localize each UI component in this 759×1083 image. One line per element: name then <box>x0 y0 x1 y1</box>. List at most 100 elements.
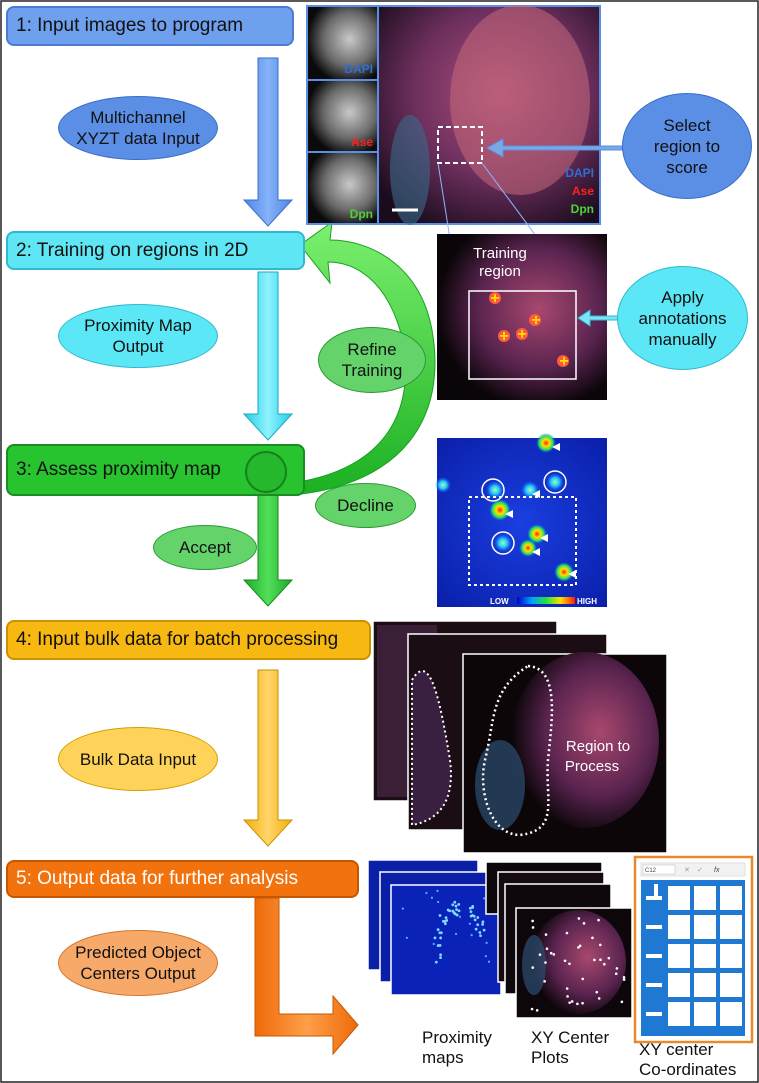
xy-center-dot <box>593 958 596 962</box>
proximity-dot <box>458 915 462 918</box>
spreadsheet-cell <box>720 944 742 968</box>
label-dpn-composite: Dpn <box>571 202 594 216</box>
xy-center-plots-caption-1: XY Center <box>531 1028 610 1047</box>
proximity-dot <box>439 953 442 957</box>
xy-center-dot <box>544 961 547 964</box>
refine-line2: Training <box>341 361 403 380</box>
apply-annotations-pointer-arrow <box>577 309 619 327</box>
xy-center-dot <box>565 931 569 935</box>
region-to-process-label-1: Region to <box>566 738 630 755</box>
xy-center-plots-caption-2: Plots <box>531 1048 569 1067</box>
step-3-label: 3: Assess proximity map <box>16 459 221 480</box>
proximity-dot <box>445 918 449 922</box>
apply-line2: annotations <box>638 308 727 328</box>
xy-center-dot <box>577 917 581 920</box>
proximity-dot <box>405 936 409 939</box>
spreadsheet-confirm-icon: ✓ <box>697 867 703 874</box>
proximity-dot <box>470 934 473 937</box>
label-ase-small: Ase <box>351 135 373 149</box>
proximity-maps-caption-2: maps <box>422 1048 464 1067</box>
xy-center-dot <box>582 922 586 925</box>
xy-center-dot <box>531 919 534 923</box>
spreadsheet-cell <box>694 944 716 968</box>
select-line1: Select <box>663 115 711 135</box>
step-5-label: 5: Output data for further analysis <box>16 868 298 889</box>
xy-center-dot <box>544 933 548 936</box>
predicted-line2: Centers Output <box>80 964 196 983</box>
grey-panel-ase <box>306 79 379 153</box>
proximity-dot <box>453 900 457 904</box>
proximity-dot <box>436 889 439 892</box>
scale-high-label: HIGH <box>577 597 597 606</box>
xy-coordinates-caption-2: Co-ordinates <box>639 1060 737 1079</box>
label-dapi-composite: DAPI <box>565 166 594 180</box>
spreadsheet-cell <box>720 1002 742 1026</box>
refine-training-curve-arrow <box>291 220 436 496</box>
proximity-dot <box>474 927 478 931</box>
step-4-label: 4: Input bulk data for batch processing <box>16 629 339 650</box>
proximity-dot <box>439 956 442 960</box>
proximity-dot <box>468 922 471 925</box>
xy-center-dot <box>577 946 580 949</box>
refine-line1: Refine <box>347 340 397 359</box>
xy-center-dot <box>543 980 546 983</box>
xy-center-dot <box>598 943 602 947</box>
bulk-optic <box>475 740 525 830</box>
proximity-dot <box>401 907 404 910</box>
proximity-output-line1: Proximity Map <box>84 316 192 335</box>
proximity-dot <box>451 903 455 907</box>
proximity-dot <box>457 903 461 906</box>
xy-center-dot <box>591 936 594 940</box>
proximity-dot <box>437 900 440 904</box>
proximity-dot <box>436 928 440 932</box>
training-region-label-1: Training <box>473 245 527 262</box>
xy-center-dot <box>607 956 611 960</box>
xy-coordinates-caption-1: XY center <box>639 1040 714 1059</box>
xy-center-dot <box>568 1001 571 1004</box>
bulk-input-line1: Bulk Data Input <box>79 749 197 769</box>
arrow-step4-to-step5 <box>242 669 294 847</box>
proximity-dot <box>469 914 473 918</box>
xy-center-dot <box>570 1000 574 1003</box>
proximity-dot <box>439 936 443 940</box>
accept-label: Accept <box>179 538 231 557</box>
xy-center-dot <box>620 1000 624 1004</box>
xy-center-dot <box>563 959 567 963</box>
spreadsheet-cell <box>694 1002 716 1026</box>
bulk-data-stack: Region to Process <box>372 620 668 854</box>
spreadsheet-cell <box>668 1002 690 1026</box>
scale-low-label: LOW <box>490 597 509 606</box>
spreadsheet-cell-ref: C12 <box>645 868 657 874</box>
proximity-dot <box>443 922 447 926</box>
proximity-dot <box>481 920 485 924</box>
xy-center-dot <box>531 926 535 929</box>
spreadsheet-row-header <box>646 925 662 929</box>
spreadsheet-cell <box>694 886 716 910</box>
spreadsheet-cell <box>668 915 690 939</box>
bulk-tissue <box>511 652 659 828</box>
xy-center-dot <box>597 997 601 1000</box>
label-dpn-small: Dpn <box>350 207 373 221</box>
proximity-dot <box>469 910 473 914</box>
proximity-dot <box>479 934 482 938</box>
xy-center-dot <box>581 1001 584 1005</box>
xy-center-dot <box>595 990 599 994</box>
proximity-map-image: LOW HIGH <box>435 433 607 607</box>
proximity-dot <box>487 960 491 963</box>
step-2-box: 2: Training on regions in 2D <box>6 231 305 270</box>
proximity-dot <box>454 904 458 908</box>
select-line3: score <box>666 157 708 177</box>
training-region-box <box>468 290 577 380</box>
spreadsheet-cell <box>668 944 690 968</box>
arrow-step5-to-outputs <box>254 897 359 1056</box>
label-dapi-small: DAPI <box>344 62 373 76</box>
step-1-box: 1: Input images to program <box>6 6 294 46</box>
decline-oval: Decline <box>315 483 416 528</box>
